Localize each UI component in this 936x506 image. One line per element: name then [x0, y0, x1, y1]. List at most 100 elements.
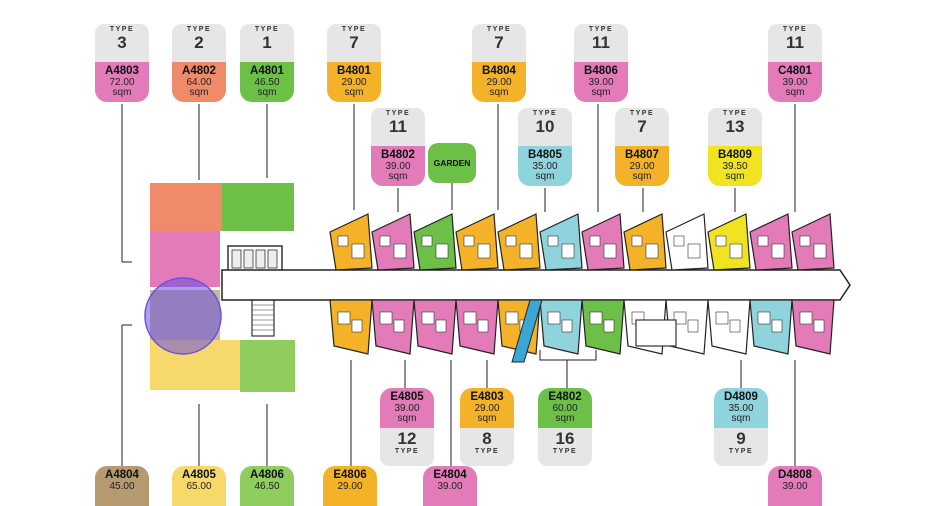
unit-room — [757, 235, 769, 247]
unit-south — [581, 299, 625, 355]
unit-south — [371, 299, 415, 355]
unit-room — [771, 319, 783, 333]
unit-south — [413, 299, 457, 355]
unit-north — [455, 213, 499, 271]
unit-room — [421, 235, 433, 247]
unit-room — [421, 311, 435, 325]
unit-room — [631, 235, 643, 247]
unit-room — [435, 243, 449, 259]
unit-south — [791, 299, 835, 355]
unit-room — [463, 311, 477, 325]
unit-room — [477, 319, 489, 333]
lift-core-east — [635, 319, 677, 347]
unit-room — [561, 319, 573, 333]
unit-north — [329, 213, 373, 271]
unit-room — [435, 319, 447, 333]
unit-room — [519, 243, 533, 259]
unit-north — [497, 213, 541, 271]
unit-room — [757, 311, 771, 325]
unit-room — [351, 243, 365, 259]
unit-a4802 — [150, 183, 222, 231]
unit-south — [707, 299, 751, 355]
unit-room — [589, 311, 603, 325]
unit-room — [505, 235, 517, 247]
selected-unit-highlight — [144, 277, 222, 355]
unit-room — [379, 311, 393, 325]
unit-room — [561, 243, 575, 259]
unit-room — [687, 319, 699, 333]
unit-north — [539, 213, 583, 271]
unit-room — [813, 243, 827, 259]
unit-north — [413, 213, 457, 271]
unit-room — [505, 311, 519, 325]
unit-room — [673, 235, 685, 247]
unit-room — [603, 243, 617, 259]
unit-room — [337, 311, 351, 325]
unit-room — [673, 311, 687, 325]
unit-room — [771, 243, 785, 259]
unit-room — [799, 235, 811, 247]
unit-room — [645, 243, 659, 259]
unit-room — [351, 319, 363, 333]
unit-a4806 — [240, 340, 295, 392]
unit-north — [581, 213, 625, 271]
lift-shaft — [231, 249, 242, 269]
unit-north — [791, 213, 835, 271]
lift-shaft — [243, 249, 254, 269]
lift-shaft — [255, 249, 266, 269]
leader-bracket — [539, 350, 597, 361]
unit-room — [393, 243, 407, 259]
unit-room — [715, 311, 729, 325]
